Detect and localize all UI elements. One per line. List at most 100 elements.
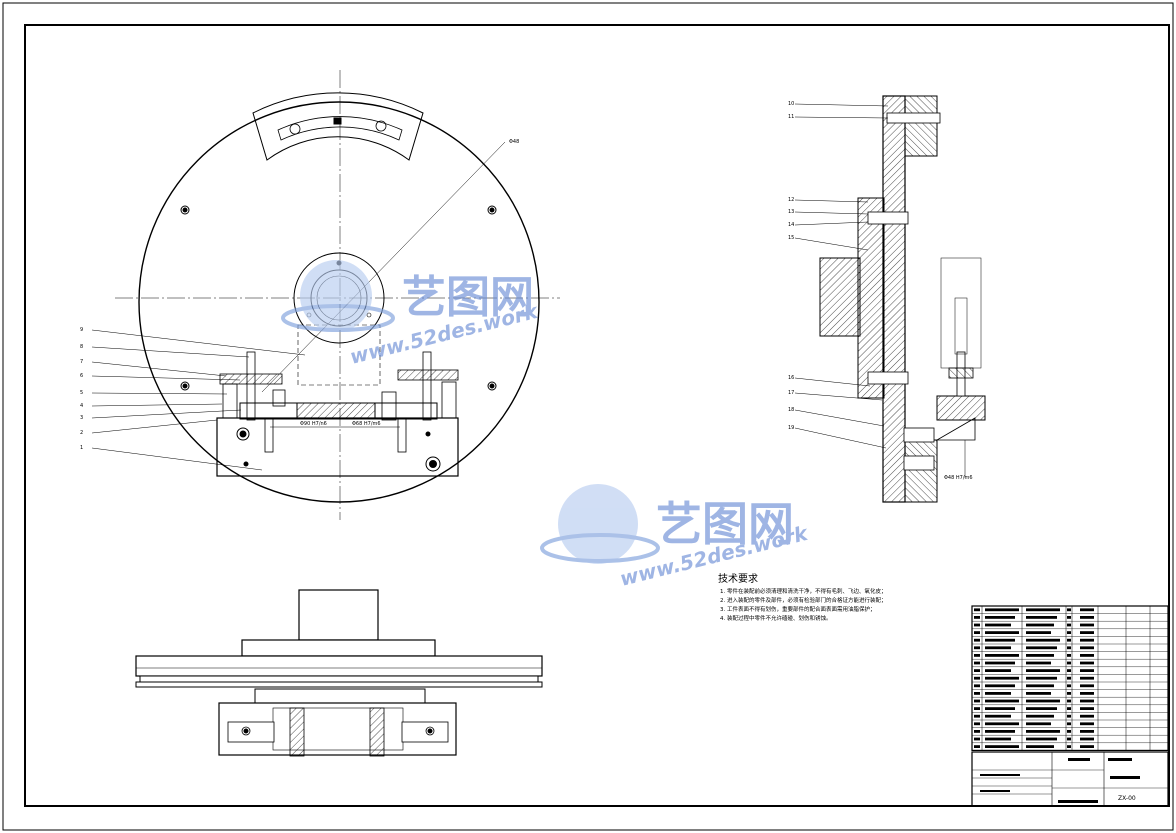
fixture-base-block (216, 417, 459, 477)
watermark-1: 艺图网 www.52des.work (281, 260, 541, 369)
parts-list-cell-text (1080, 661, 1094, 665)
parts-list-cell-text (1080, 692, 1094, 695)
parts-list-cell-text (985, 745, 1019, 748)
drawing-number: ZX-00 (1118, 795, 1136, 802)
parts-list-cell-text (1026, 745, 1054, 748)
parts-list-cell-text (985, 730, 1015, 733)
parts-list-cell-text (1067, 722, 1071, 726)
parts-list-cell-text (985, 676, 1019, 680)
watermark-globe-icon (558, 484, 638, 564)
inner-border (24, 24, 1170, 807)
parts-list-cell-text (985, 692, 1011, 695)
parts-list-cell-text (1026, 669, 1060, 672)
parts-list-cell-text (1080, 745, 1094, 748)
parts-list-cell-text (974, 669, 980, 672)
parts-list-cell-text (974, 707, 980, 710)
callout-11: 11 (788, 114, 794, 120)
parts-list-cell-text (1026, 638, 1060, 642)
parts-list-cell-text (974, 684, 980, 688)
parts-list-cell-text (1067, 684, 1071, 688)
callout-15: 15 (788, 235, 794, 241)
parts-list-cell-text (985, 669, 1011, 672)
parts-list-cell-text (1067, 616, 1071, 619)
callout-10: 10 (788, 101, 794, 107)
parts-list-cell-text (974, 646, 980, 650)
callout-5: 5 (80, 390, 83, 396)
callout-18: 18 (788, 407, 794, 413)
callout-16: 16 (788, 375, 794, 381)
watermark-2: 艺图网 www.52des.work (540, 484, 811, 591)
parts-list-cell-text (1067, 737, 1071, 741)
parts-list-cell-text (1026, 608, 1060, 612)
parts-list-frame (971, 605, 1169, 751)
tech-line-4: 4. 装配过程中零件不允许磕碰、划伤和锈蚀。 (720, 614, 832, 622)
parts-list-cell-text (985, 616, 1015, 619)
parts-list-cell-text (1026, 646, 1057, 650)
parts-list-cell-text (1026, 631, 1051, 634)
front-top-tag: Φ48 (509, 139, 519, 145)
parts-list-cell-text (1067, 646, 1071, 650)
callout-4: 4 (80, 403, 83, 409)
parts-list-cell-text (1080, 646, 1094, 650)
front-view (91, 70, 560, 520)
callout-19: 19 (788, 425, 794, 431)
parts-list-cell-text (1080, 707, 1094, 710)
parts-list-cell-text (1026, 737, 1057, 741)
parts-list-cell-text (985, 646, 1011, 650)
parts-list-cell-text (974, 616, 980, 619)
parts-list-cell-text (1080, 623, 1094, 627)
parts-list-cell-text (974, 692, 980, 695)
parts-list-cell-text (1026, 676, 1057, 680)
tech-line-1: 1. 零件在装配前必须清理和清洗干净，不得有毛刺、飞边、氧化皮； (720, 587, 887, 595)
parts-list-cell-text (1080, 737, 1094, 741)
watermark-cn: 艺图网 (656, 497, 794, 551)
parts-list-cell-text (974, 631, 980, 634)
parts-list-cell-text (1067, 638, 1071, 642)
parts-list-table (971, 605, 1169, 751)
tech-title: 技术要求 (718, 572, 758, 585)
callout-13: 13 (788, 209, 794, 215)
parts-list-cell-text (974, 745, 980, 748)
parts-list-cell-text (985, 699, 1019, 703)
parts-list-cell-text (974, 714, 980, 718)
parts-list-cell-text (1026, 684, 1054, 688)
parts-list-cell-text (985, 608, 1019, 612)
callout-1: 1 (80, 445, 83, 451)
parts-list-cell-text (1067, 676, 1071, 680)
parts-list-cell-text (974, 638, 980, 642)
callout-2: 2 (80, 430, 83, 436)
callout-3: 3 (80, 415, 83, 421)
parts-list-cell-text (1080, 638, 1094, 642)
callout-8: 8 (80, 344, 83, 350)
parts-list-cell-text (985, 631, 1019, 634)
parts-list-cell-text (1080, 714, 1094, 718)
parts-list-cell-text (1026, 654, 1054, 657)
front-slot-window (252, 92, 424, 161)
parts-list-cell-text (1026, 623, 1054, 627)
parts-list-cell-text (1067, 714, 1071, 718)
callout-17: 17 (788, 390, 794, 396)
parts-list-cell-text (1026, 661, 1051, 665)
parts-list-cell-text (974, 737, 980, 741)
bottom-view (135, 589, 543, 757)
side-callouts: 10 11 12 13 14 15 16 17 18 19 Φ48 H7/m6 (788, 101, 973, 481)
parts-list-cell-text (974, 722, 980, 726)
parts-list-cell-text (1067, 608, 1071, 612)
parts-list-cell-text (974, 699, 980, 703)
front-dim-left: Φ90 H7/n6 (300, 421, 327, 427)
parts-list-cell-text (974, 623, 980, 627)
parts-list-cell-text (985, 623, 1011, 627)
watermark-globe-icon (300, 260, 372, 332)
parts-list-cell-text (1067, 730, 1071, 733)
parts-list-cell-text (1067, 669, 1071, 672)
front-dim-right: Φ68 H7/m6 (352, 421, 381, 427)
tech-line-3: 3. 工件表面不得有划伤，重要部件的配合面表面需用油脂保护； (720, 605, 876, 613)
callout-12: 12 (788, 197, 794, 203)
parts-list-cell-text (1026, 722, 1051, 726)
parts-list-cell-text (1026, 699, 1060, 703)
parts-list-cell-text (1080, 676, 1094, 680)
technical-requirements: 技术要求 1. 零件在装配前必须清理和清洗干净，不得有毛刺、飞边、氧化皮； 2.… (718, 572, 887, 622)
parts-list-cell-text (1026, 707, 1057, 710)
